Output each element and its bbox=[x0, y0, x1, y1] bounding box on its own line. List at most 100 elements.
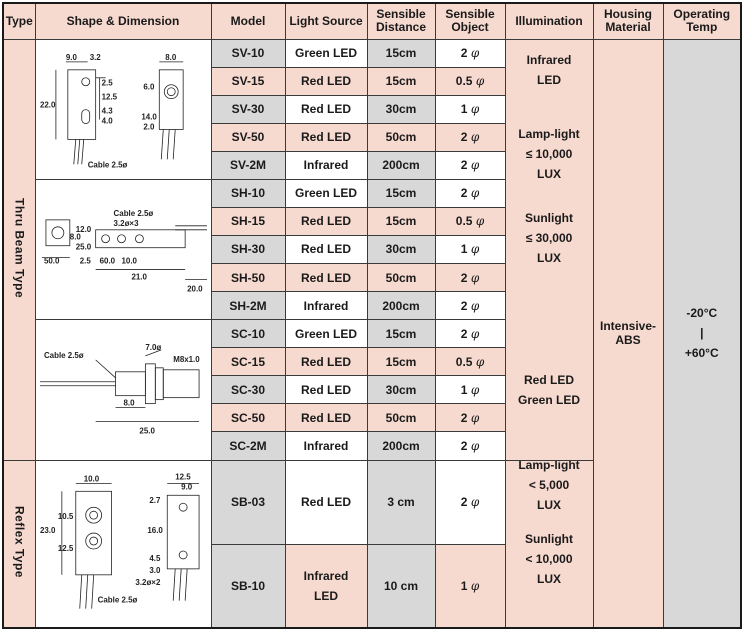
sv-dim-32: 3.2 bbox=[89, 52, 101, 61]
header-distance: Sensible Distance bbox=[366, 2, 436, 40]
sh-end bbox=[45, 219, 70, 246]
distance-cell: 200cm bbox=[366, 431, 436, 461]
distance-cell: 10 cm bbox=[366, 544, 436, 628]
distance-cell: 50cm bbox=[366, 403, 436, 433]
source-cell: Green LED bbox=[284, 319, 368, 349]
sh-dim-25: 2.5 bbox=[79, 256, 91, 265]
sb-dim-125b: 12.5 bbox=[57, 543, 73, 552]
illum-sunlight-visible: Sunlight < 10,000 LUX bbox=[525, 531, 573, 586]
header-temp: Operating Temp bbox=[662, 2, 742, 40]
model-cell: SV-30 bbox=[210, 94, 286, 124]
object-cell: 2 φ bbox=[434, 262, 506, 293]
illum-visible-leds: Red LED Green LED bbox=[517, 372, 580, 407]
sh-dim-60: 60.0 bbox=[99, 256, 115, 265]
object-cell: 0.5 φ bbox=[434, 206, 506, 236]
distance-cell: 15cm bbox=[366, 206, 436, 236]
sh-holes: 3.2ø×3 bbox=[113, 219, 139, 228]
object-cell: 0.5 φ bbox=[434, 66, 506, 96]
object-cell: 2 φ bbox=[434, 319, 506, 349]
sv-dim-43: 4.3 bbox=[101, 106, 113, 115]
model-cell: SC-15 bbox=[210, 347, 286, 377]
header-light-source: Light Source bbox=[284, 2, 368, 40]
sh-dim-120: 12.0 bbox=[75, 225, 91, 234]
model-cell: SV-15 bbox=[210, 66, 286, 96]
object-cell: 1 φ bbox=[434, 375, 506, 405]
sh-drawing: Cable 2.5ø 3.2ø×3 12.0 8.0 25.0 2.5 50.0… bbox=[34, 178, 212, 321]
sc-dim-80: 8.0 bbox=[123, 399, 135, 408]
sv-dim-22: 22.0 bbox=[39, 100, 55, 109]
housing-cell: Intensive-ABS bbox=[592, 38, 664, 628]
header-illumination: Illumination bbox=[504, 2, 594, 40]
sc-drawing: Cable 2.5ø 7.0ø M8x1.0 8.0 25.0 bbox=[34, 319, 212, 461]
sv-side bbox=[158, 68, 184, 130]
model-cell: SH-15 bbox=[210, 206, 286, 236]
sh-body bbox=[94, 229, 186, 248]
sv-dim-60: 6.0 bbox=[143, 82, 155, 91]
sh-dim-50: 50.0 bbox=[43, 256, 59, 265]
model-cell: SB-10 bbox=[210, 544, 286, 628]
sv-dim-40: 4.0 bbox=[101, 116, 113, 125]
sh-dim-100: 10.0 bbox=[121, 256, 137, 265]
model-cell: SV-2M bbox=[210, 150, 286, 180]
sb-holes: 3.2ø×2 bbox=[135, 577, 161, 586]
sh-dim-200: 20.0 bbox=[187, 284, 203, 293]
model-cell: SV-10 bbox=[210, 38, 286, 68]
distance-cell: 15cm bbox=[366, 347, 436, 377]
sb-dim-27: 2.7 bbox=[149, 496, 161, 505]
type-reflex: Reflex Type bbox=[2, 459, 36, 628]
sb-dimension-diagram: 10.0 12.5 9.0 10.5 23.0 12.5 2.7 16.0 4.… bbox=[39, 472, 199, 609]
object-cell: 2 φ bbox=[434, 38, 506, 68]
temp-cell: -20°C | +60°C bbox=[662, 38, 742, 628]
sb-dim-90: 9.0 bbox=[181, 482, 193, 491]
source-cell: Red LED bbox=[284, 403, 368, 433]
source-cell: Red LED bbox=[284, 347, 368, 377]
sv-dim-20: 2.0 bbox=[143, 122, 155, 131]
sc-thread: M8x1.0 bbox=[173, 355, 200, 364]
sc-dim-250: 25.0 bbox=[139, 427, 155, 436]
source-cell: Red LED bbox=[284, 66, 368, 96]
object-cell: 1 φ bbox=[434, 234, 506, 264]
model-cell: SC-10 bbox=[210, 319, 286, 349]
sb-drawing: 10.0 12.5 9.0 10.5 23.0 12.5 2.7 16.0 4.… bbox=[34, 459, 212, 628]
object-cell: 1 φ bbox=[434, 544, 506, 628]
model-cell: SV-50 bbox=[210, 122, 286, 152]
sv-dimension-diagram: 9.0 3.2 8.0 22.0 2.5 12.5 4.3 4.0 6.0 14… bbox=[39, 52, 184, 169]
model-cell: SC-2M bbox=[210, 431, 286, 461]
object-cell: 2 φ bbox=[434, 178, 506, 208]
sh-cable-label: Cable 2.5ø bbox=[113, 209, 153, 218]
source-cell: Green LED bbox=[284, 38, 368, 68]
sv-body bbox=[66, 68, 96, 140]
model-cell: SB-03 bbox=[210, 459, 286, 546]
header-housing: Housing Material bbox=[592, 2, 664, 40]
sb-dim-100: 10.0 bbox=[83, 474, 99, 483]
sb-side bbox=[166, 494, 199, 569]
distance-cell: 15cm bbox=[366, 38, 436, 68]
model-cell: SC-50 bbox=[210, 403, 286, 433]
sc-rear bbox=[114, 371, 146, 397]
sh-dim-250: 25.0 bbox=[75, 242, 91, 251]
sh-dim-210: 21.0 bbox=[131, 272, 147, 281]
sh-dimension-diagram: Cable 2.5ø 3.2ø×3 12.0 8.0 25.0 2.5 50.0… bbox=[41, 209, 207, 293]
object-cell: 1 φ bbox=[434, 94, 506, 124]
model-cell: SC-30 bbox=[210, 375, 286, 405]
source-cell: Red LED bbox=[284, 122, 368, 152]
source-cell: Infrared bbox=[284, 291, 368, 321]
sc-dim-70: 7.0ø bbox=[145, 343, 161, 352]
sb-front bbox=[74, 490, 112, 575]
source-cell: Infrared LED bbox=[284, 544, 368, 628]
source-cell: Red LED bbox=[284, 262, 368, 293]
model-cell: SH-30 bbox=[210, 234, 286, 264]
distance-cell: 50cm bbox=[366, 262, 436, 293]
object-cell: 2 φ bbox=[434, 431, 506, 461]
illumination-thru: Infrared LED Lamp-light ≤ 10,000 LUX Sun… bbox=[504, 38, 594, 461]
sv-cable-label: Cable 2.5ø bbox=[87, 160, 127, 169]
source-cell: Green LED bbox=[284, 178, 368, 208]
object-cell: 2 φ bbox=[434, 291, 506, 321]
object-cell: 2 φ bbox=[434, 150, 506, 180]
sb-dim-30: 3.0 bbox=[149, 565, 161, 574]
sv-dim-125: 12.5 bbox=[101, 92, 117, 101]
object-cell: 2 φ bbox=[434, 122, 506, 152]
header-object: Sensible Object bbox=[434, 2, 506, 40]
illum-infrared: Infrared LED bbox=[526, 52, 572, 87]
